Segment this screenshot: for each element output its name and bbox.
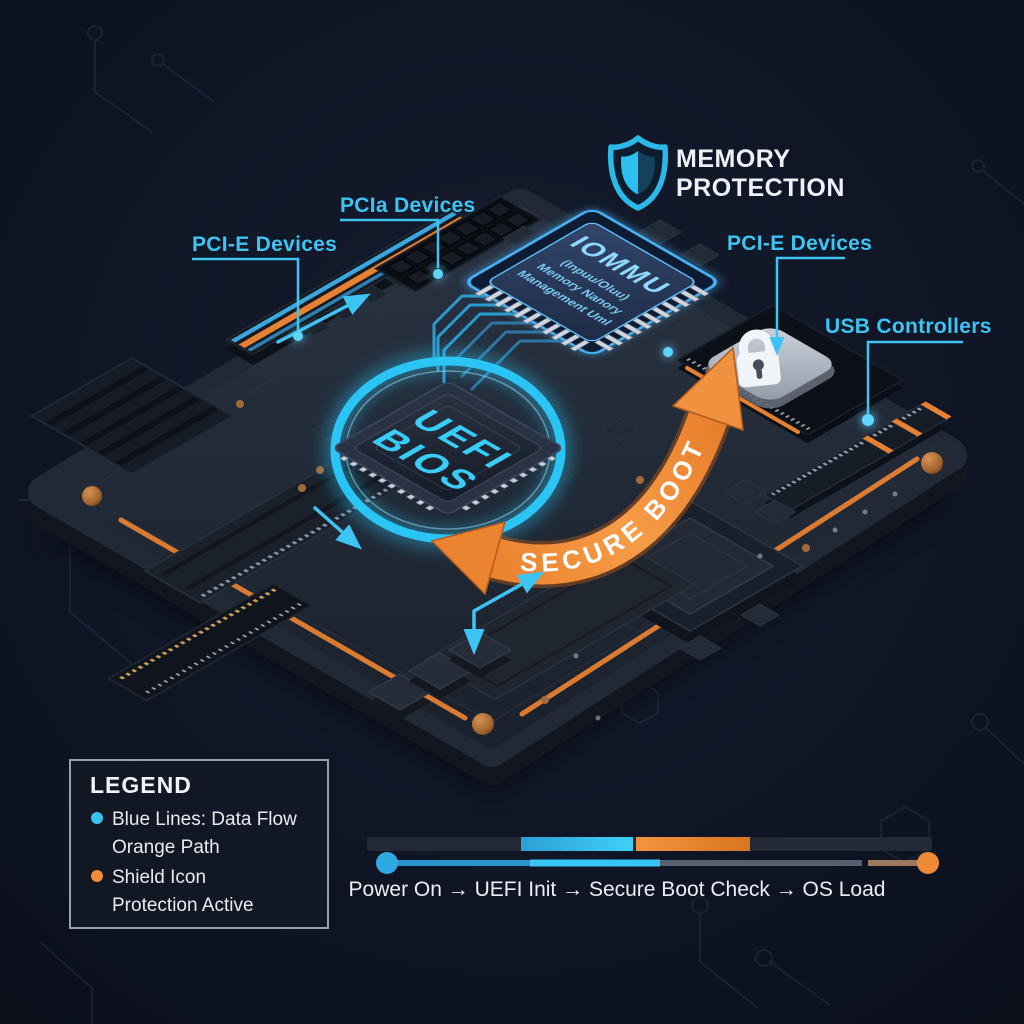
legend-title: LEGEND bbox=[90, 772, 192, 798]
iommu-pins bbox=[474, 284, 710, 352]
callout-dots bbox=[293, 269, 874, 426]
label-usb-controllers: USB Controllers bbox=[825, 315, 992, 338]
header-line1: MEMORY bbox=[676, 145, 791, 173]
label-pcie-left: PCI-E Devices bbox=[192, 233, 337, 256]
secure-boot-arrow-head bbox=[671, 346, 744, 432]
solder-dots bbox=[573, 491, 898, 721]
small-chips bbox=[311, 219, 797, 661]
flow-arrows bbox=[276, 293, 545, 656]
legend-item-2-line1: Shield Icon bbox=[112, 867, 206, 888]
iommu-chip: IOMMU (Inpuu/Oluu) Memory Nanory Managem… bbox=[467, 209, 717, 355]
padlock-icon bbox=[736, 329, 781, 388]
timeline-segment-secureboot bbox=[636, 837, 750, 851]
legend-item-1-line2: Orange Path bbox=[112, 837, 220, 858]
boot-timeline: Power On → UEFI Init → Secure Boot Check… bbox=[349, 837, 939, 901]
legend: LEGEND Blue Lines: Data Flow Orange Path… bbox=[69, 759, 329, 929]
label-pcia-top: PCIa Devices bbox=[340, 194, 476, 217]
timeline-end-dot bbox=[917, 852, 939, 874]
legend-item-2-line2: Protection Active bbox=[112, 895, 254, 916]
header-line2: PROTECTION bbox=[676, 174, 845, 202]
atx-connector bbox=[373, 195, 543, 293]
timeline-start-dot bbox=[376, 852, 398, 874]
legend-bullet-orange bbox=[91, 870, 103, 882]
timeline-segment-uefi bbox=[521, 837, 633, 851]
memory-protection-header: MEMORY PROTECTION bbox=[607, 135, 845, 211]
legend-bullet-blue bbox=[91, 812, 103, 824]
secure-lock bbox=[705, 328, 835, 409]
shield-icon bbox=[607, 135, 669, 211]
label-pcie-right: PCI-E Devices bbox=[727, 232, 872, 255]
timeline-caption: Power On → UEFI Init → Secure Boot Check… bbox=[349, 878, 886, 901]
legend-item-1-line1: Blue Lines: Data Flow bbox=[112, 809, 297, 830]
callout-lines bbox=[192, 218, 963, 414]
capacitors bbox=[236, 400, 810, 704]
legend-box bbox=[69, 759, 329, 929]
usb-controller-modules bbox=[763, 401, 952, 518]
